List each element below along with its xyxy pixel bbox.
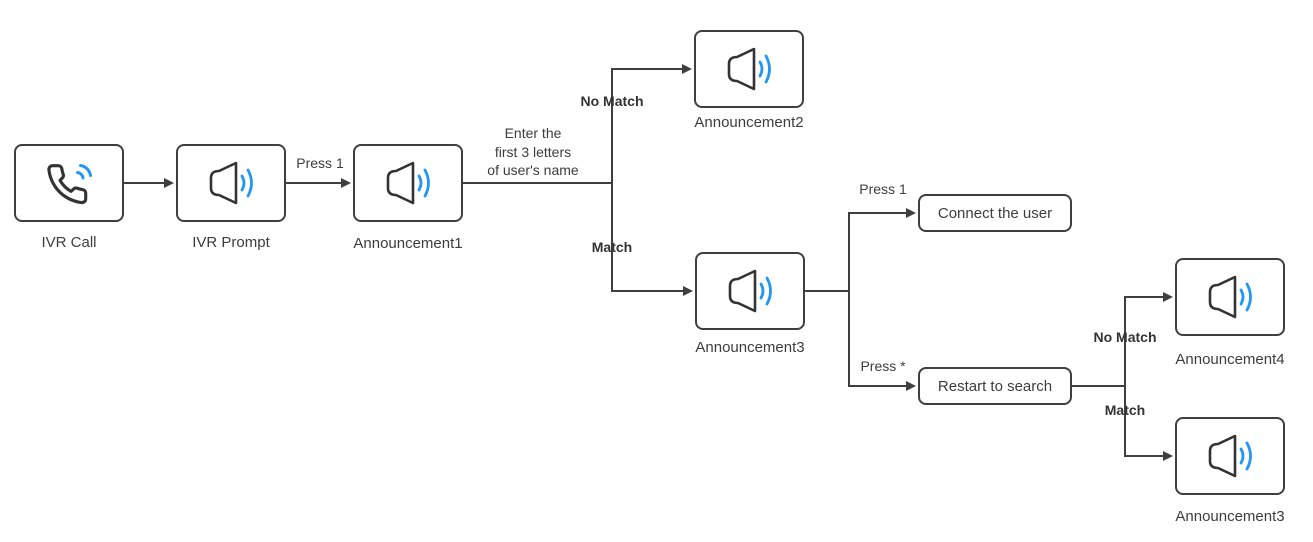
label-announcement3: Announcement3 <box>695 339 805 356</box>
speaker-icon <box>1208 275 1252 319</box>
edge-label-press-1-first: Press 1 <box>296 155 344 171</box>
edge-label-enter-name-line1: Enter the <box>504 125 562 141</box>
node-ivr-call[interactable] <box>14 144 124 222</box>
edge-label-press-star: Press * <box>860 358 906 374</box>
node-announcement1[interactable] <box>353 144 463 222</box>
speaker-icon <box>727 47 771 91</box>
node-announcement4[interactable] <box>1175 258 1285 336</box>
label-announcement4: Announcement4 <box>1175 351 1285 368</box>
edge-label-no-match-first: No Match <box>580 93 644 109</box>
node-announcement3[interactable] <box>695 252 805 330</box>
speaker-icon <box>1208 434 1252 478</box>
node-connect-the-user-label: Connect the user <box>937 204 1053 222</box>
label-ivr-prompt: IVR Prompt <box>192 234 270 251</box>
edge-label-match-first: Match <box>591 239 633 255</box>
speaker-icon <box>728 269 772 313</box>
speaker-icon <box>209 161 253 205</box>
label-announcement3-repeat: Announcement3 <box>1175 508 1285 525</box>
node-restart-to-search[interactable]: Restart to search <box>918 367 1072 405</box>
label-announcement1: Announcement1 <box>353 235 463 252</box>
node-restart-to-search-label: Restart to search <box>937 377 1053 395</box>
edge-label-no-match-second: No Match <box>1093 329 1157 345</box>
phone-call-icon <box>47 164 92 205</box>
label-ivr-call: IVR Call <box>41 234 97 251</box>
label-announcement2: Announcement2 <box>694 114 804 131</box>
edge-label-press-1-second: Press 1 <box>859 181 907 197</box>
edge-label-enter-name-line3: of user's name <box>487 162 579 178</box>
node-announcement3-repeat[interactable] <box>1175 417 1285 495</box>
node-connect-the-user[interactable]: Connect the user <box>918 194 1072 232</box>
speaker-icon <box>386 161 430 205</box>
node-announcement2[interactable] <box>694 30 804 108</box>
edge-label-enter-name-line2: first 3 letters <box>494 143 572 160</box>
edge-label-match-second: Match <box>1104 402 1146 418</box>
edge-label-enter-name: Enter the first 3 letters of user's name <box>477 124 589 180</box>
node-ivr-prompt[interactable] <box>176 144 286 222</box>
